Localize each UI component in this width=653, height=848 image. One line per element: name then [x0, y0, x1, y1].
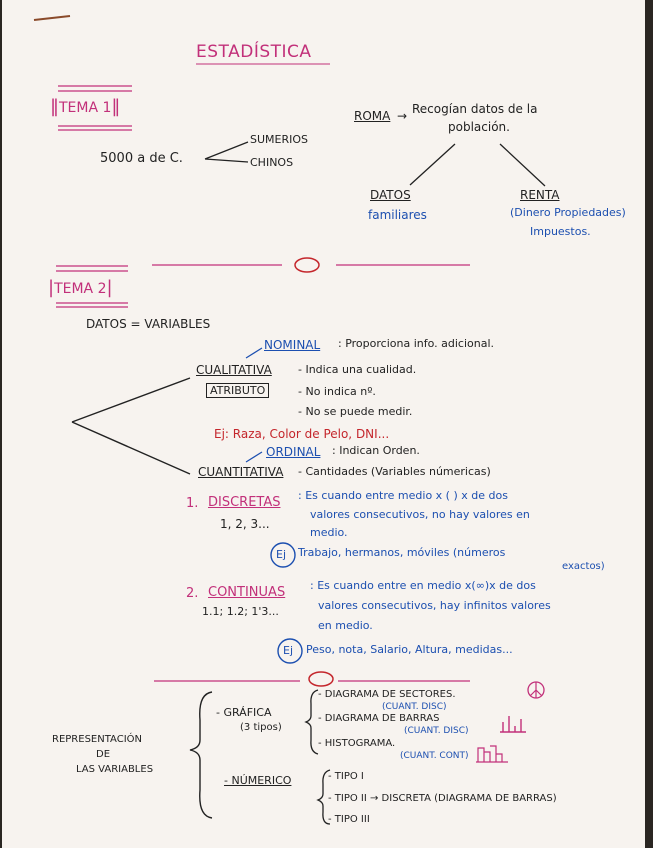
- cualitativa-label: CUALITATIVA: [196, 363, 272, 377]
- grafica-histograma: - HISTOGRAMA.: [318, 738, 396, 749]
- roma-text-1: Recogían datos de la: [412, 102, 538, 116]
- branch-sumerios: SUMERIOS: [250, 133, 309, 146]
- ej2-badge: Ej: [276, 548, 287, 561]
- tema1-label-text: TEMA 1: [59, 100, 112, 116]
- cuantitativa-label: CUANTITATIVA: [198, 465, 284, 479]
- discretas-example-values: 1, 2, 3...: [220, 517, 270, 531]
- representacion-label-2: DE: [96, 749, 111, 760]
- continuas-text-3: en medio.: [318, 619, 373, 632]
- datos-label: DATOS: [370, 188, 411, 202]
- example-continuas: Peso, nota, Salario, Altura, medidas...: [306, 643, 513, 656]
- nominal-label: NOMINAL: [264, 338, 321, 352]
- roma-arrow: →: [397, 109, 408, 123]
- tema2-label: |TEMA 2|: [48, 277, 113, 298]
- datos-variables-heading: DATOS = VARIABLES: [86, 317, 211, 331]
- grafica-barras-sub: (CUANT. DISC): [404, 726, 469, 736]
- grafica-barras: - DIAGRAMA DE BARRAS: [318, 713, 440, 724]
- datos-sub: familiares: [368, 208, 427, 222]
- numerico-tipo-1: - TIPO I: [328, 771, 364, 782]
- discretas-text-2: valores consecutivos, no hay valores en: [310, 508, 530, 521]
- numerico-tipo-3: - TIPO III: [328, 814, 370, 825]
- representacion-label-1: REPRESENTACIÓN: [52, 734, 142, 745]
- cuantitativa-text: - Cantidades (Variables númericas): [298, 465, 491, 478]
- nominal-text: : Proporciona info. adicional.: [338, 337, 494, 350]
- discretas-text-3: medio.: [310, 526, 348, 539]
- no-indica-numero: - No indica nº.: [298, 385, 376, 398]
- no-se-puede-medir: - No se puede medir.: [298, 405, 413, 418]
- ordinal-label: ORDINAL: [266, 445, 321, 459]
- renta-sub-2: Impuestos.: [530, 225, 591, 238]
- continuas-text-2: valores consecutivos, hay infinitos valo…: [318, 599, 551, 612]
- continuas-number: 2.: [186, 586, 199, 601]
- example-discretas: Trabajo, hermanos, móviles (números: [298, 546, 506, 559]
- page-title: ESTADÍSTICA: [196, 42, 312, 62]
- pie-chart-icon: [527, 681, 545, 699]
- discretas-number: 1.: [186, 496, 199, 511]
- example-cualitativa: Ej: Raza, Color de Pelo, DNI...: [214, 427, 390, 441]
- renta-sub-1: (Dinero Propiedades): [510, 206, 626, 219]
- cualitativa-text: - Indica una cualidad.: [298, 363, 417, 376]
- histogram-icon: [476, 745, 508, 763]
- tema1-label: ‖TEMA 1‖: [50, 96, 121, 117]
- ordinal-text: : Indican Orden.: [332, 444, 420, 457]
- atributo-box: ATRIBUTO: [206, 383, 270, 398]
- grafica-sectores-sub: (CUANT. DISC): [382, 702, 447, 712]
- continuas-text-1: : Es cuando entre en medio x(∞)x de dos: [310, 579, 536, 592]
- numerico-label: - NÚMERICO: [224, 774, 292, 787]
- continuas-label: CONTINUAS: [208, 585, 286, 600]
- roma-text-2: población.: [448, 120, 510, 134]
- discretas-text-1: : Es cuando entre medio x ( ) x de dos: [298, 489, 508, 502]
- grafica-histograma-sub: (CUANT. CONT): [400, 751, 469, 761]
- ej3-badge: Ej: [283, 644, 294, 657]
- grafica-sub: (3 tipos): [240, 722, 282, 733]
- renta-label: RENTA: [520, 188, 560, 202]
- roma-label: ROMA: [354, 109, 391, 123]
- numerico-tipo-2: - TIPO II → DISCRETA (DIAGRAMA DE BARRAS…: [328, 793, 557, 804]
- representacion-label-3: LAS VARIABLES: [76, 764, 154, 775]
- branch-chinos: CHINOS: [250, 156, 294, 169]
- bar-chart-icon: [500, 716, 526, 733]
- continuas-example-values: 1.1; 1.2; 1'3...: [202, 605, 279, 618]
- discretas-label: DISCRETAS: [208, 495, 281, 510]
- tema1-date: 5000 a de C.: [100, 151, 183, 166]
- tema2-label-text: TEMA 2: [54, 281, 107, 297]
- grafica-label: - GRÁFICA: [216, 706, 272, 719]
- example-discretas-2: exactos): [562, 561, 605, 572]
- grafica-sectores: - DIAGRAMA DE SECTORES.: [318, 689, 456, 700]
